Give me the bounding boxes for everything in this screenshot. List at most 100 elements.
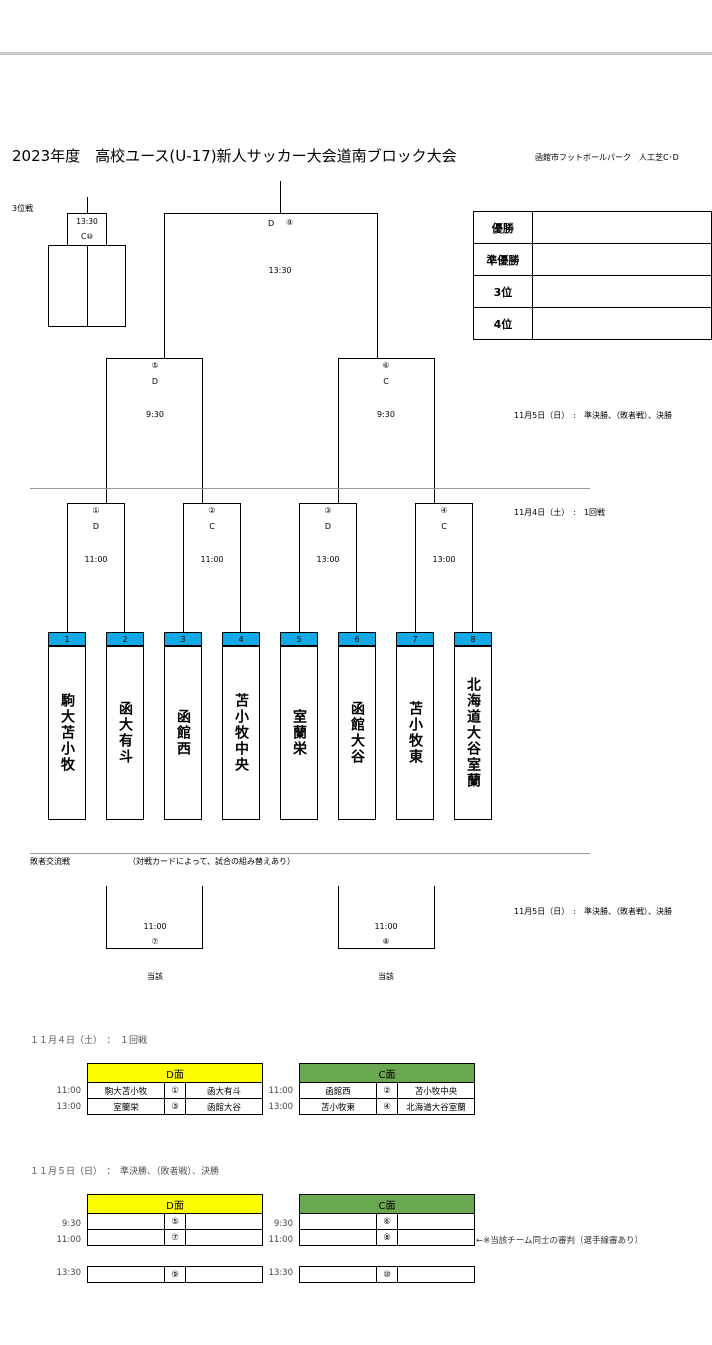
seed-number: 6 [338, 632, 376, 646]
venue-label: 函館市フットボールパーク 人工芝C･D [535, 153, 679, 162]
final-row-d-time: 13:30 [56, 1268, 82, 1278]
bracket-line [472, 503, 473, 632]
bracket-line [87, 245, 88, 327]
bracket-line [280, 181, 281, 213]
schedule-day2-d-times: 9:30 11:00 [40, 1216, 82, 1248]
champion-value [531, 211, 712, 244]
semi-left-number: ⑤ [151, 361, 159, 370]
bracket-line [164, 213, 378, 214]
semi-left-time: 9:30 [146, 410, 164, 419]
team-name: 苫小牧中央 [233, 693, 249, 773]
match-number-cell: ⑩ [376, 1266, 398, 1283]
team-cell: 苫小牧東 [299, 1098, 377, 1115]
day2-label: 11月5日（日） : 準決勝、（敗者戦）、決勝 [514, 411, 672, 420]
champion-label: 優勝 [473, 211, 533, 244]
match-number-cell: ⑧ [376, 1229, 398, 1246]
bracket-line [415, 503, 416, 632]
consolation-left-time: 11:00 [143, 922, 167, 931]
schedule-final-d-table: ⑨ [87, 1266, 263, 1283]
final-court: D [268, 219, 275, 228]
seed-number: 8 [454, 632, 492, 646]
team-box: 駒大苫小牧 [48, 646, 86, 820]
team-cell: 駒大苫小牧 [87, 1082, 165, 1099]
bracket-line [124, 503, 125, 632]
time-cell: 13:00 [268, 1102, 294, 1112]
r1-match-number: ③ [324, 506, 332, 515]
bracket-line [106, 358, 203, 359]
consolation-right-bracket [338, 886, 435, 949]
semi-right-court: C [383, 377, 389, 386]
seed-number: 3 [164, 632, 202, 646]
team-box: 函館西 [164, 646, 202, 820]
team-box: 北海道大谷室蘭 [454, 646, 492, 820]
team-cell [397, 1229, 475, 1246]
consolation-left-number: ⑦ [151, 937, 159, 946]
bracket-line [164, 213, 165, 358]
time-cell: 9:30 [273, 1219, 293, 1229]
third-place-time: 13:30 [76, 217, 98, 226]
court-header: D面 [87, 1063, 263, 1083]
r1-match-court: C [441, 522, 447, 531]
team-cell [299, 1266, 377, 1283]
seed-number: 4 [222, 632, 260, 646]
bracket-line [202, 358, 203, 503]
team-cell: 北海道大谷室蘭 [397, 1098, 475, 1115]
team-cell [397, 1213, 475, 1230]
schedule-day1-heading: １１月４日（土） ： １回戦 [30, 1036, 148, 1046]
semi-left-court: D [151, 377, 159, 386]
third-place-match-box [67, 213, 107, 245]
seed-number: 7 [396, 632, 434, 646]
match-number-cell: ② [376, 1082, 398, 1099]
bracket-line [106, 358, 107, 503]
team-cell [87, 1266, 165, 1283]
time-cell: 11:00 [56, 1235, 82, 1245]
team-cell [87, 1213, 165, 1230]
team-box: 苫小牧東 [396, 646, 434, 820]
top-bar [0, 0, 712, 55]
team-cell [299, 1213, 377, 1230]
consolation-left-bracket [106, 886, 203, 949]
match-number-cell: ⑦ [164, 1229, 186, 1246]
schedule-day2-c-table: C面 ⑥ ⑧ [299, 1194, 475, 1246]
bracket-line [338, 358, 435, 359]
team-box: 苫小牧中央 [222, 646, 260, 820]
team-cell: 苫小牧中央 [397, 1082, 475, 1099]
consolation-note: （対戦カードによって、試合の組み替えあり） [128, 857, 295, 866]
match-number-cell: ⑤ [164, 1213, 186, 1230]
runner-up-label: 準優勝 [473, 243, 533, 276]
third-value [531, 275, 712, 308]
divider [30, 488, 590, 489]
schedule-day2-c-times: 9:30 11:00 [252, 1216, 294, 1248]
third-label: 3位 [473, 275, 533, 308]
time-cell: 11:00 [268, 1086, 294, 1096]
r1-match-time: 13:00 [316, 555, 340, 564]
match-number-cell: ⑥ [376, 1213, 398, 1230]
team-name: 苫小牧東 [407, 701, 423, 765]
court-header: C面 [299, 1194, 475, 1214]
team-cell: 函館大谷 [185, 1098, 263, 1115]
bracket-line [183, 503, 241, 504]
match-number-cell: ③ [164, 1098, 186, 1115]
r1-match-time: 11:00 [200, 555, 224, 564]
third-place-label: 3位戦 [12, 204, 34, 213]
bracket-line [67, 503, 68, 632]
final-time: 13:30 [268, 266, 292, 275]
bracket-line [299, 503, 300, 632]
runner-up-value [531, 243, 712, 276]
referee-note: ←※当該チーム同士の審判（選手線審あり） [476, 1236, 643, 1246]
fourth-label: 4位 [473, 307, 533, 340]
day2-label-consolation: 11月5日（日） : 準決勝、（敗者戦）、決勝 [514, 907, 672, 916]
bracket-line [434, 358, 435, 503]
semi-right-time: 9:30 [377, 410, 395, 419]
r1-match-court: C [209, 522, 215, 531]
team-box: 函大有斗 [106, 646, 144, 820]
team-cell: 函館西 [299, 1082, 377, 1099]
team-cell: 室蘭栄 [87, 1098, 165, 1115]
match-number-cell: ④ [376, 1098, 398, 1115]
court-header: D面 [87, 1194, 263, 1214]
schedule-day1-d-table: D面 駒大苫小牧 ① 函大有斗 室蘭栄 ③ 函館大谷 [87, 1063, 263, 1115]
bracket-line [240, 503, 241, 632]
team-cell [185, 1213, 263, 1230]
time-cell: 9:30 [61, 1219, 81, 1229]
schedule-day1-d-times: 11:00 13:00 [40, 1083, 82, 1115]
